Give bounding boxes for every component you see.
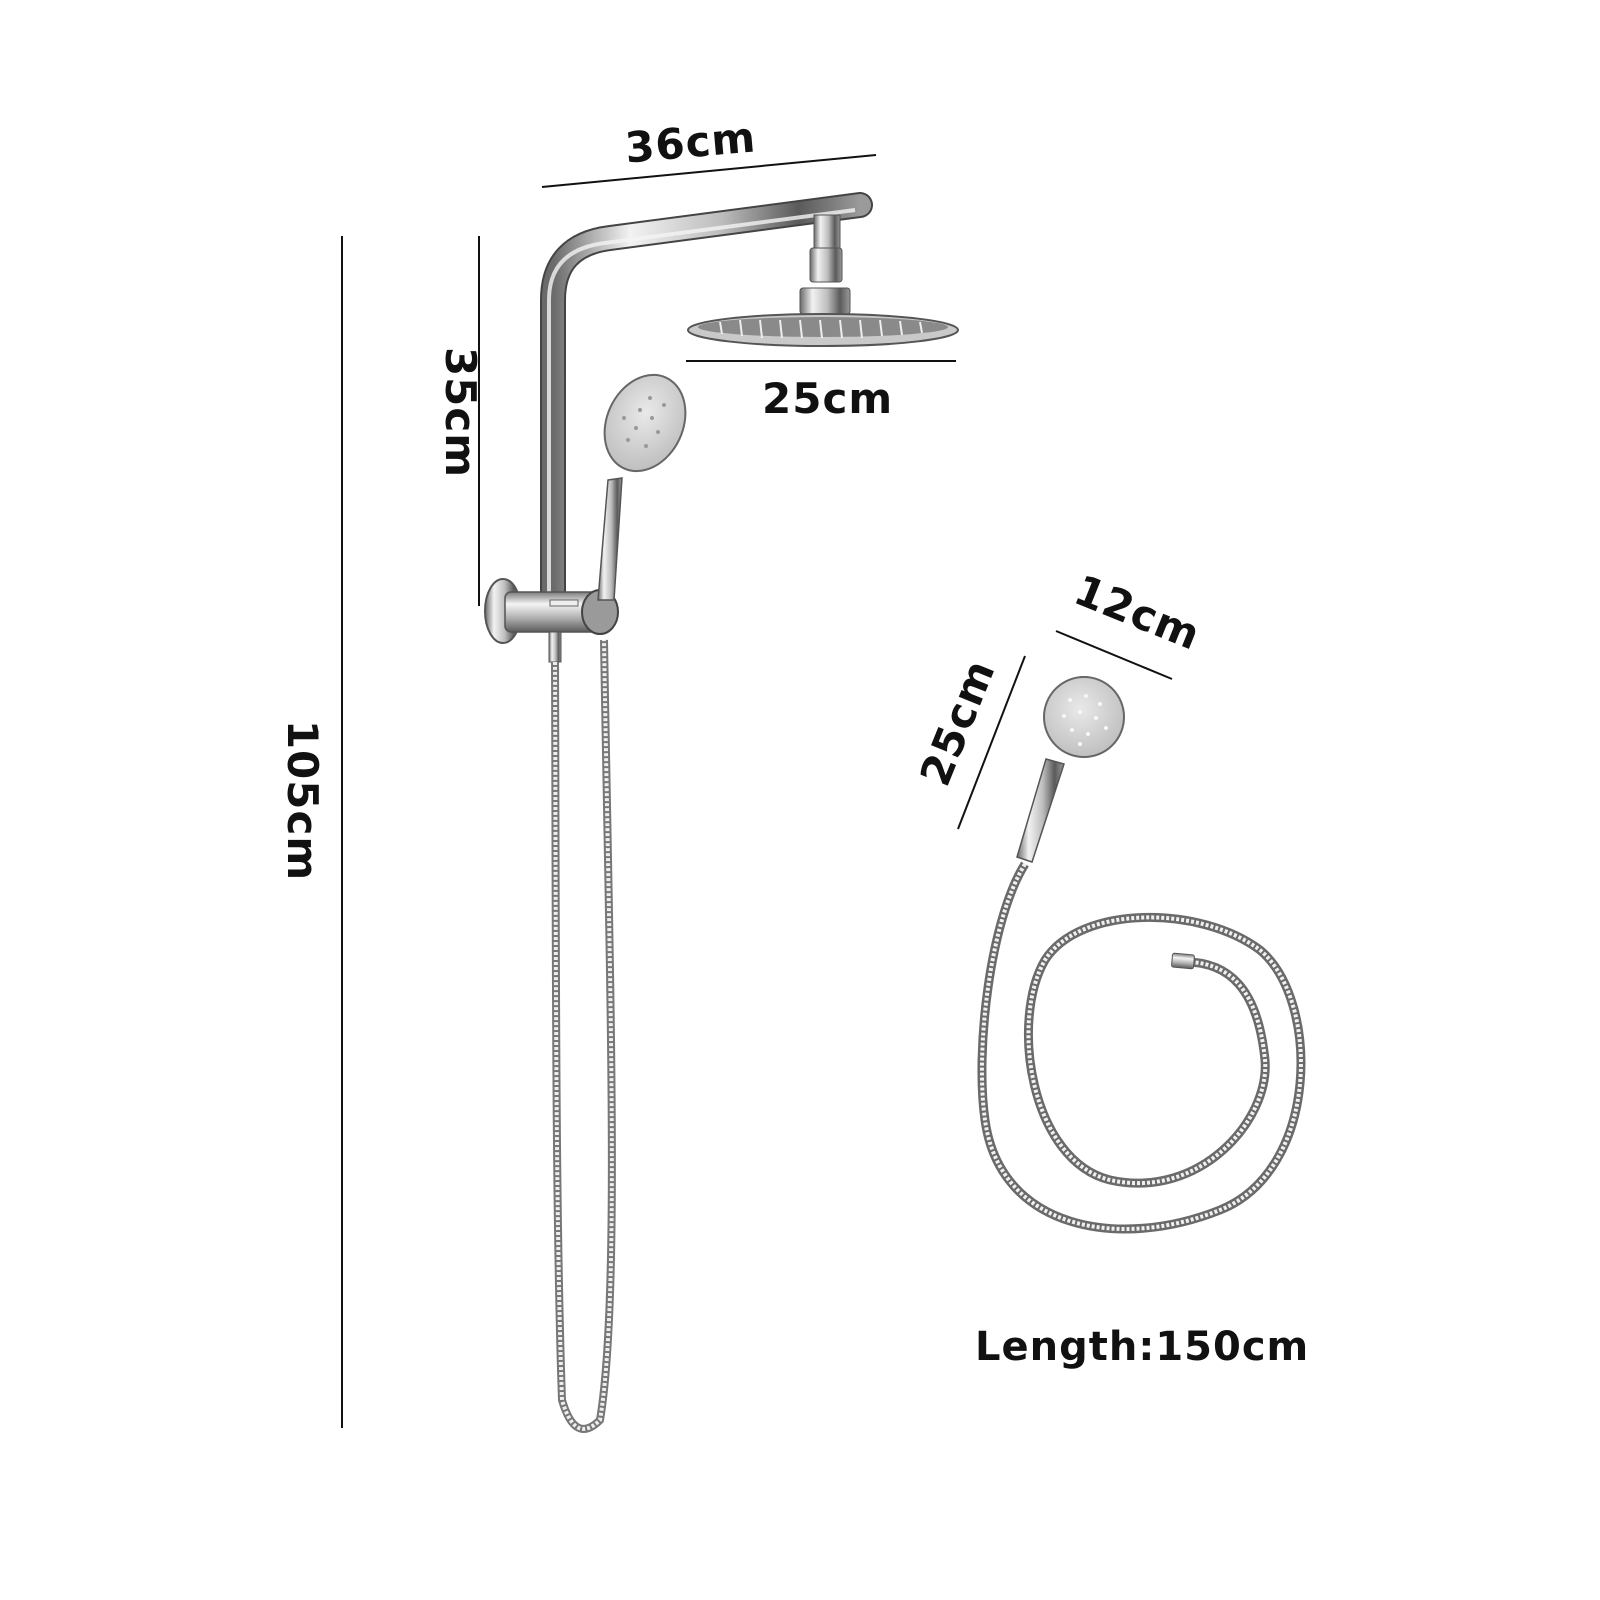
handheld-length-line (957, 655, 1026, 830)
rail-hose (551, 639, 616, 1433)
rail-handheld-shower (597, 373, 687, 601)
shower-rail (540, 192, 873, 618)
hose-length-label: Length:150cm (975, 1324, 1310, 1370)
handheld-detail (977, 676, 1306, 1234)
total-height-label: 105cm (278, 719, 328, 882)
dimension-lines (341, 154, 1173, 1428)
arm-width-line (541, 154, 877, 188)
overhead-diameter-label: 25cm (762, 374, 894, 423)
riser-height-label: 35cm (436, 346, 486, 479)
handheld-head-width-line (1055, 630, 1173, 680)
diverter-bracket (484, 578, 619, 663)
overhead-shower-head (687, 313, 959, 347)
